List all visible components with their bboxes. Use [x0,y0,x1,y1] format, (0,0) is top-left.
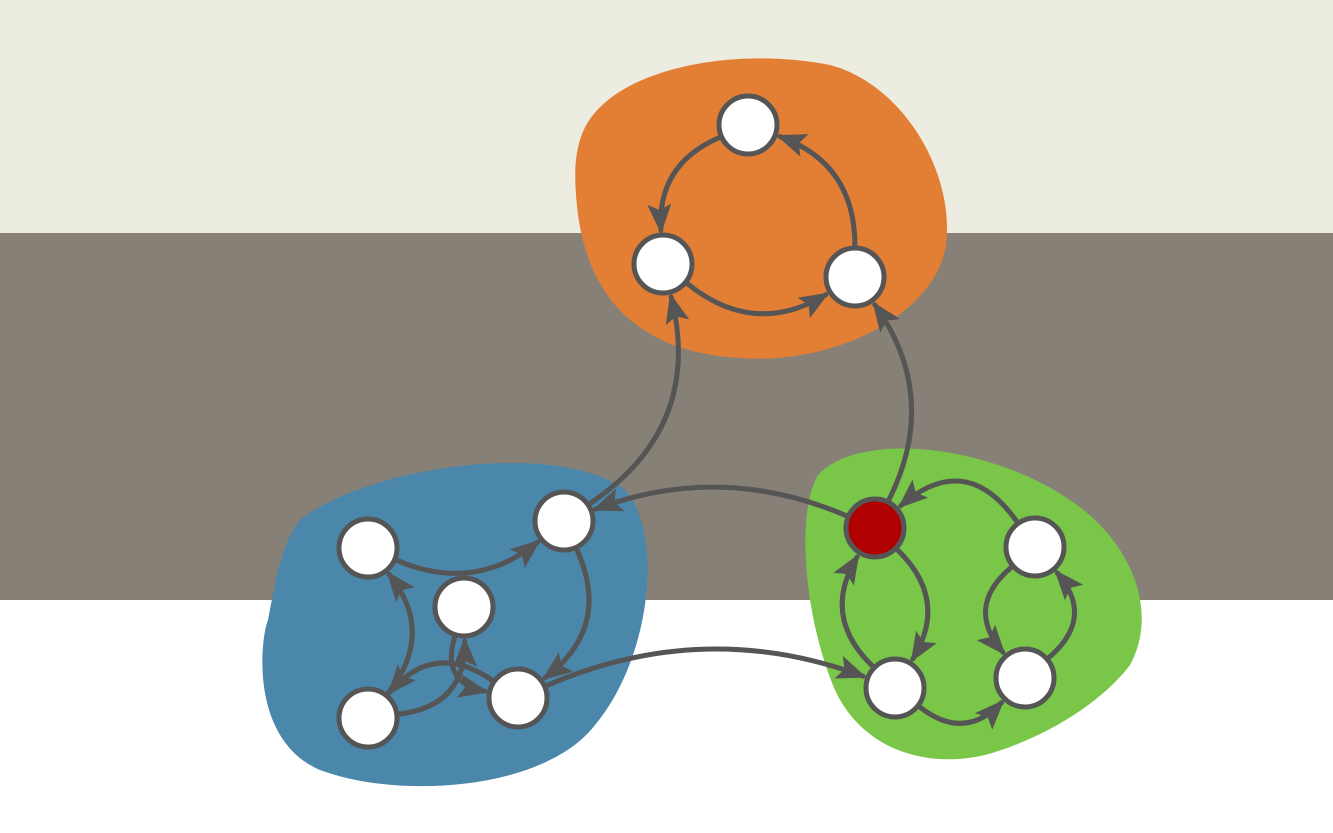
edge-b4-to-b3 [397,637,478,717]
edge-b2-to-b5 [541,547,592,681]
edge-g1-to-g3 [895,547,937,663]
edge-g3-to-g4 [917,699,1005,730]
edge-g2-to-g1 [897,478,1019,524]
edge-g2-to-g4 [976,565,1014,656]
node-g4 [993,646,1057,710]
edge-o1-to-o2 [647,135,722,235]
edge-g4-to-g2 [1046,569,1084,660]
node-g1-highlighted [843,496,907,560]
node-o1 [716,93,780,157]
node-b3 [432,575,496,639]
edge-g3-to-g1 [833,553,875,669]
node-b5 [486,666,550,730]
node-o2 [631,232,695,296]
edge-b1-to-b2 [394,539,541,576]
edge-g1-to-b2 [592,484,849,518]
edge-layer [385,134,1084,730]
node-b2 [532,489,596,553]
edge-b5-to-b4 [387,660,495,696]
node-layer [336,93,1067,750]
edge-o3-to-o1 [776,134,858,248]
edge-b3-to-b5 [448,635,489,698]
edge-b2-to-o2 [588,293,690,506]
node-g3 [863,656,927,720]
edge-g1-to-o3 [872,301,915,502]
node-o3 [823,245,887,309]
node-g2 [1003,515,1067,579]
node-b4 [336,686,400,750]
node-b1 [336,516,400,580]
edge-o2-to-o3 [685,281,830,319]
edge-b5-to-g3 [544,646,867,688]
